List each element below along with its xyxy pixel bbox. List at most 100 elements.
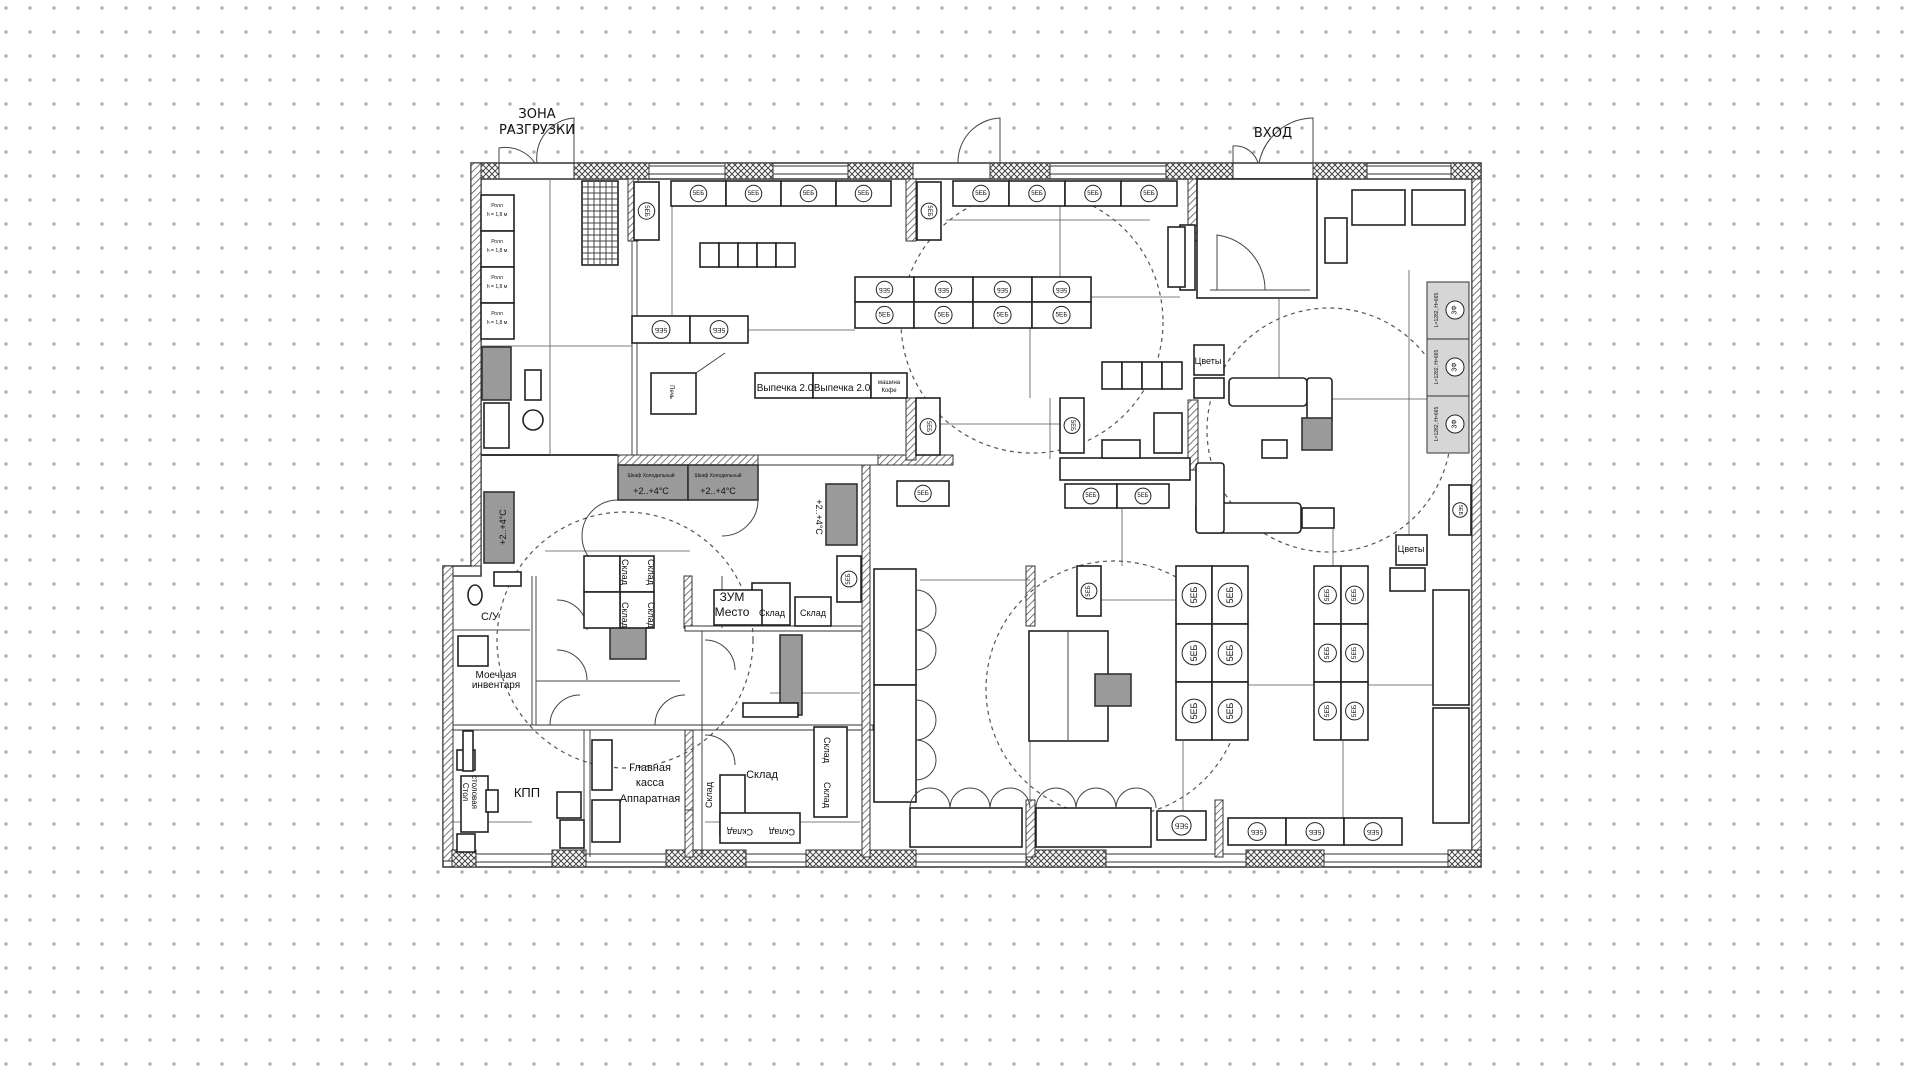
entrance-door[interactable]: [1232, 117, 1314, 164]
grid-dot: [4, 1038, 8, 1042]
grid-dot: [988, 30, 992, 34]
grid-dot: [868, 30, 872, 34]
grid-dot: [1660, 582, 1664, 586]
equipment-code-badge: [744, 184, 763, 203]
grid-dot: [748, 966, 752, 970]
grid-dot: [1756, 798, 1760, 802]
grid-dot: [1588, 654, 1592, 658]
grid-dot: [124, 486, 128, 490]
grid-dot: [916, 990, 920, 994]
grid-dot: [364, 990, 368, 994]
grid-dot: [172, 702, 176, 706]
interior-walls: [452, 178, 1224, 858]
grid-dot: [1852, 6, 1856, 10]
grid-dot: [1636, 726, 1640, 730]
equipment-code-label: 5ЕБ: [1055, 312, 1067, 319]
grid-dot: [1516, 198, 1520, 202]
grid-dot: [916, 30, 920, 34]
grid-dot: [1876, 174, 1880, 178]
grid-dot: [316, 102, 320, 106]
grid-dot: [148, 174, 152, 178]
grid-dot: [1852, 798, 1856, 802]
grid-dot: [1684, 342, 1688, 346]
grid-dot: [1780, 102, 1784, 106]
grid-dot: [340, 678, 344, 682]
equipment-code-badge: [1318, 643, 1337, 663]
grid-dot: [1756, 294, 1760, 298]
grid-dot: [1516, 30, 1520, 34]
equipment-code-badge: [1247, 822, 1267, 841]
grid-dot: [964, 54, 968, 58]
grid-dot: [412, 390, 416, 394]
grid-dot: [148, 870, 152, 874]
grid-dot: [148, 150, 152, 154]
grid-dot: [244, 894, 248, 898]
grid-dot: [1732, 78, 1736, 82]
grid-dot: [1900, 534, 1904, 538]
cold-temp-label: +2..+4°C: [633, 486, 669, 496]
grid-dot: [1564, 486, 1568, 490]
grid-dot: [220, 846, 224, 850]
grid-dot: [388, 1038, 392, 1042]
grid-dot: [796, 1014, 800, 1018]
grid-dot: [244, 678, 248, 682]
grid-dot: [436, 366, 440, 370]
grid-dot: [1636, 558, 1640, 562]
grid-dot: [388, 822, 392, 826]
grid-dot: [796, 894, 800, 898]
grid-dot: [940, 126, 944, 130]
grid-dot: [964, 918, 968, 922]
grid-dot: [1732, 318, 1736, 322]
grid-dot: [1684, 966, 1688, 970]
grid-dot: [1660, 198, 1664, 202]
grid-dot: [28, 990, 32, 994]
grid-dot: [1492, 390, 1496, 394]
grid-dot: [1132, 54, 1136, 58]
grid-dot: [28, 1038, 32, 1042]
grid-dot: [1108, 6, 1112, 10]
grid-dot: [1732, 342, 1736, 346]
grid-dot: [556, 78, 560, 82]
equipment-code-label: 5ЕБ: [996, 312, 1008, 319]
grid-dot: [1492, 606, 1496, 610]
grid-dot: [1780, 774, 1784, 778]
grid-dot: [340, 342, 344, 346]
entrance-vestibule: [1179, 178, 1348, 299]
grid-dot: [76, 678, 80, 682]
grid-dot: [1588, 438, 1592, 442]
grid-dot: [1732, 1014, 1736, 1018]
grid-dot: [100, 126, 104, 130]
grid-dot: [1612, 678, 1616, 682]
grid-dot: [1564, 342, 1568, 346]
grid-dot: [1876, 534, 1880, 538]
grid-dot: [148, 78, 152, 82]
grid-dot: [412, 606, 416, 610]
grid-dot: [1804, 366, 1808, 370]
grid-dot: [76, 414, 80, 418]
service-door[interactable]: [957, 117, 1001, 164]
grid-dot: [1564, 894, 1568, 898]
grid-dot: [1564, 726, 1568, 730]
grid-dot: [1516, 1038, 1520, 1042]
grid-dot: [988, 1014, 992, 1018]
grid-dot: [316, 1014, 320, 1018]
grid-dot: [1588, 870, 1592, 874]
equipment-code-badge: [1080, 582, 1098, 600]
grid-dot: [1108, 942, 1112, 946]
grid-dot: [844, 870, 848, 874]
grid-dot: [1828, 582, 1832, 586]
grid-dot: [340, 774, 344, 778]
grid-dot: [76, 750, 80, 754]
grid-dot: [1108, 1014, 1112, 1018]
grid-dot: [964, 30, 968, 34]
grid-dot: [412, 102, 416, 106]
grid-dot: [1636, 246, 1640, 250]
grid-dot: [220, 630, 224, 634]
grid-dot: [1036, 966, 1040, 970]
grid-dot: [820, 918, 824, 922]
grid-dot: [1732, 606, 1736, 610]
grid-dot: [964, 1038, 968, 1042]
grid-dot: [148, 702, 152, 706]
unloading-door[interactable]: [498, 117, 575, 164]
grid-dot: [940, 990, 944, 994]
